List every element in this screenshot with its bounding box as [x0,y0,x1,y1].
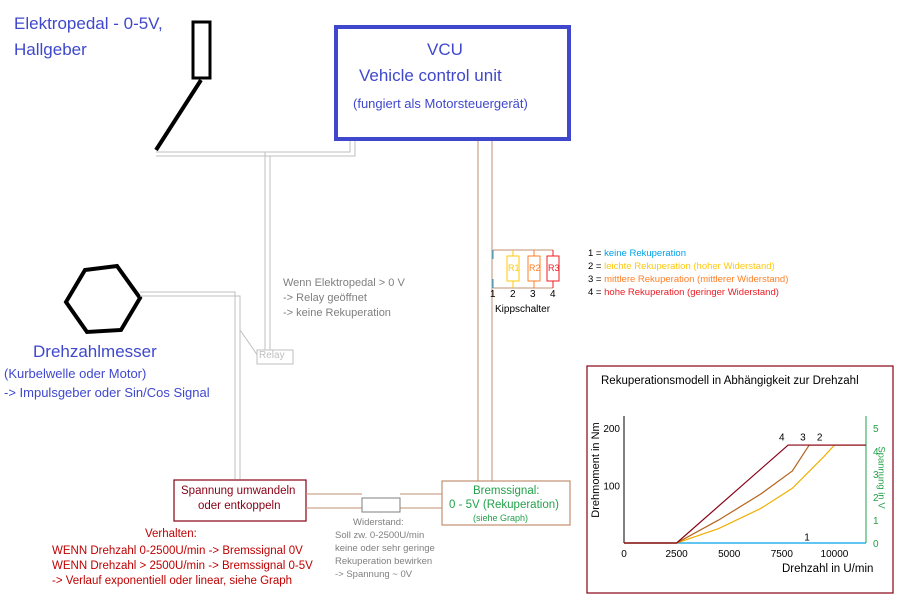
resistor-note-line3: keine oder sehr geringe [335,543,435,554]
tachometer-hexagon [63,263,143,335]
tacho-sub1: (Kurbelwelle oder Motor) [4,366,147,381]
resistor-r3 [546,255,560,282]
resistor-r3-label: R3 [548,263,560,273]
behavior-title: Verhalten: [145,528,197,540]
series-label-2: 2 [817,432,823,443]
legend-num: 2 = [588,261,605,272]
y-tick-label: 200 [603,424,620,435]
converter-line2: oder entkoppeln [198,500,281,512]
legend-text: hohe Rekuperation (geringer Widerstand) [604,287,779,298]
converter-line1: Spannung umwandeln [181,485,296,497]
relay-note-line3: -> keine Rekuperation [283,307,391,319]
series-label-1: 1 [804,533,810,544]
x-tick-label: 0 [621,549,627,560]
series-resistor [361,497,401,513]
y2-tick-label: 3 [873,470,879,481]
y2-tick-label: 2 [873,493,879,504]
legend-item-1: 1 = keine Rekuperation [588,248,686,259]
vcu-title: VCU [427,40,463,59]
legend-num: 4 = [588,287,605,298]
x-tick-label: 10000 [821,549,849,560]
relay-box [256,349,294,365]
resistor-r2-label: R2 [529,263,541,273]
resistor-note-line5: -> Spannung ~ 0V [335,569,413,580]
relay-label: Relay [259,350,285,361]
resistor-r1-label: R1 [508,263,520,273]
tacho-title: Drehzahlmesser [33,342,157,361]
vcu-subtitle: Vehicle control unit [359,66,502,85]
vcu-box [334,25,571,141]
brake-signal-box [441,480,571,526]
pedal-arm [154,78,203,152]
legend-text: mittlere Rekuperation (mittlerer Widerst… [604,274,789,285]
converter-box [173,479,307,522]
chart-frame [586,365,894,594]
chart-title: Rekuperationsmodell in Abhängigkeit zur … [601,375,859,387]
behavior-line3: -> Verlauf exponentiell oder linear, sie… [52,575,293,587]
legend-num: 1 = [588,248,605,259]
resistor-note-line2: Soll zw. 0-2500U/min [335,530,425,541]
chart-ylabel: Drehmoment in Nm [590,422,602,518]
resistor-note-line1: Widerstand: [353,517,404,528]
series-line-2 [624,444,866,544]
series-line-4 [624,444,866,544]
relay-note-line1: Wenn Elektropedal > 0 V [283,277,405,289]
legend-num: 3 = [588,274,605,285]
x-tick-label: 5000 [718,549,741,560]
relay-note-line2: -> Relay geöffnet [283,292,367,304]
tacho-sub2: -> Impulsgeber oder Sin/Cos Signal [4,385,210,400]
pedal-wires [156,140,356,350]
resistor-r2 [527,255,541,282]
brake-signal-line2: 0 - 5V (Rekuperation) [449,499,559,511]
behavior-line2: WENN Drehzahl > 2500U/min -> Bremssignal… [52,560,313,572]
chart-y2label: Spannung in V [875,446,887,509]
vcu-signal-wires [477,141,493,483]
pedal-title-line2: Hallgeber [14,40,87,59]
y2-tick-label: 1 [873,516,879,527]
y2-tick-label: 5 [873,424,879,435]
vcu-description: (fungiert als Motorsteuergerät) [353,96,528,111]
switch-pos-3: 3 [530,289,536,300]
converter-to-brake-wires [306,493,442,509]
x-tick-label: 2500 [665,549,688,560]
y2-tick-label: 0 [873,539,879,550]
pedal-plate [191,20,212,80]
legend-item-3: 3 = mittlere Rekuperation (mittlerer Wid… [588,274,788,285]
switch-pos-1: 1 [490,289,496,300]
behavior-line1: WENN Drehzahl 0-2500U/min -> Bremssignal… [52,545,303,557]
x-tick-label: 7500 [771,549,794,560]
series-label-4: 4 [779,432,785,443]
brake-signal-line1: Bremssignal: [473,485,540,497]
brake-signal-line3: (siehe Graph) [473,513,529,523]
switch-label: Kippschalter [495,304,551,315]
legend-item-2: 2 = leichte Rekuperation (hoher Widersta… [588,261,775,272]
switch-pos-2: 2 [510,289,516,300]
series-label-3: 3 [800,432,806,443]
legend-text: keine Rekuperation [604,248,686,259]
switch-pos-4: 4 [550,289,556,300]
y2-tick-label: 4 [873,447,879,458]
tacho-wires [140,291,259,479]
resistor-note-line4: Rekuperation bewirken [335,556,433,567]
pedal-title-line1: Elektropedal - 0-5V, [14,14,163,33]
switch-assembly [492,249,560,289]
legend-text: leichte Rekuperation (hoher Widerstand) [604,261,775,272]
chart-xlabel: Drehzahl in U/min [782,563,874,575]
legend-item-4: 4 = hohe Rekuperation (geringer Widersta… [588,287,779,298]
y-tick-label: 100 [603,481,620,492]
resistor-r1 [506,255,520,282]
